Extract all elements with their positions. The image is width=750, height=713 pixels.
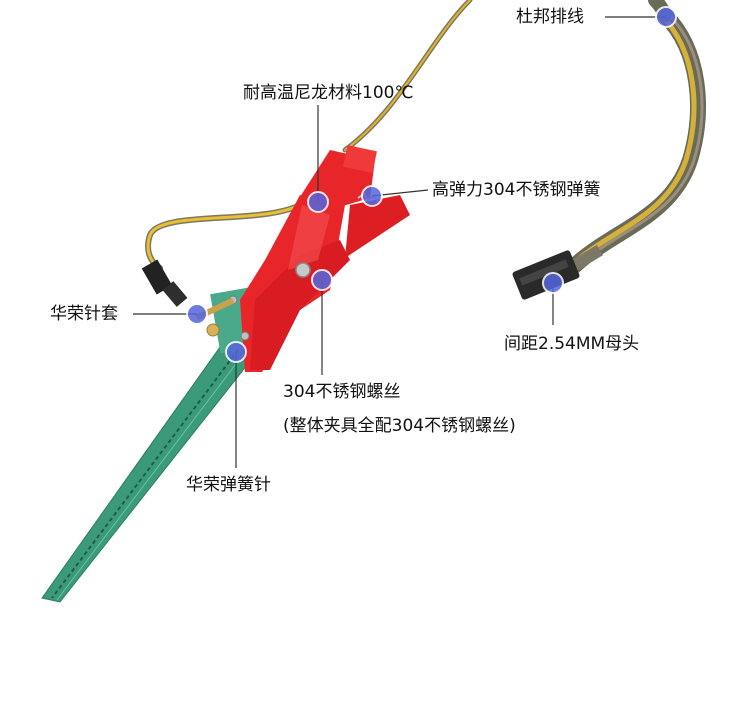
label-spring-pin: 华荣弹簧针: [186, 475, 271, 495]
marker-sleeve: [186, 303, 208, 325]
marker-pin: [225, 341, 247, 363]
marker-ribbon: [655, 6, 677, 28]
dupont-ribbon-cable: [562, 0, 706, 278]
label-spring: 高弹力304不锈钢弹簧: [432, 180, 601, 200]
label-pin-sleeve: 华荣针套: [50, 304, 118, 324]
label-ribbon-cable: 杜邦排线: [516, 7, 584, 27]
sleeve-wire-loop: [145, 202, 303, 271]
pcb-probe-board: [41, 286, 265, 603]
marker-nylon: [307, 191, 329, 213]
marker-spring: [361, 185, 383, 207]
marker-screw: [311, 269, 333, 291]
dupont-connector-small: [141, 259, 188, 307]
label-female-header: 间距2.54MM母头: [504, 334, 640, 354]
marker-header: [542, 272, 564, 294]
label-screw: 304不锈钢螺丝: [283, 382, 401, 402]
label-nylon-material: 耐高温尼龙材料100℃: [243, 83, 414, 103]
callout-markers: [186, 6, 677, 363]
signal-wire: [342, 0, 473, 153]
label-screw-note: (整体夹具全配304不锈钢螺丝): [283, 416, 516, 436]
